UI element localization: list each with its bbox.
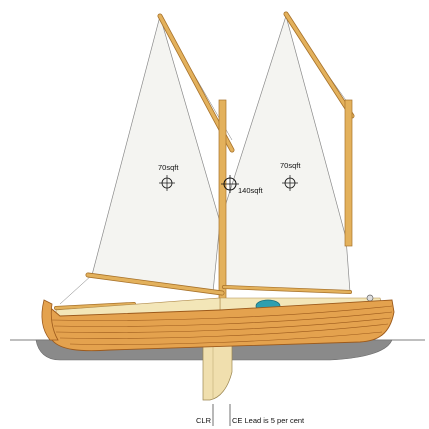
combined-ce-marker — [221, 175, 239, 193]
oar-inner — [54, 302, 136, 310]
fore-boom-inner — [86, 273, 224, 295]
fore-sail — [91, 14, 221, 293]
fore-sail-ce-marker — [159, 175, 175, 191]
bowsprit-stay — [59, 274, 93, 305]
main-sail-ce-marker — [282, 175, 298, 191]
fore-mast — [218, 99, 227, 311]
plank-lines — [51, 305, 393, 345]
centreboard — [202, 343, 233, 401]
stem — [41, 299, 59, 341]
main-mast — [344, 99, 353, 247]
main-gaff-inner — [284, 12, 354, 118]
main-sail — [219, 14, 351, 293]
stern-fitting — [366, 294, 374, 302]
main-boom-inner — [222, 285, 352, 294]
main-sail-area-label: 70sqft — [280, 161, 301, 170]
fore-sail-area-label: 70sqft — [158, 163, 179, 172]
ce-lead-label: CE Lead is 5 per cent — [232, 416, 305, 425]
combined-area-label: 140sqft — [238, 186, 264, 195]
clr-label: CLR — [196, 416, 212, 425]
